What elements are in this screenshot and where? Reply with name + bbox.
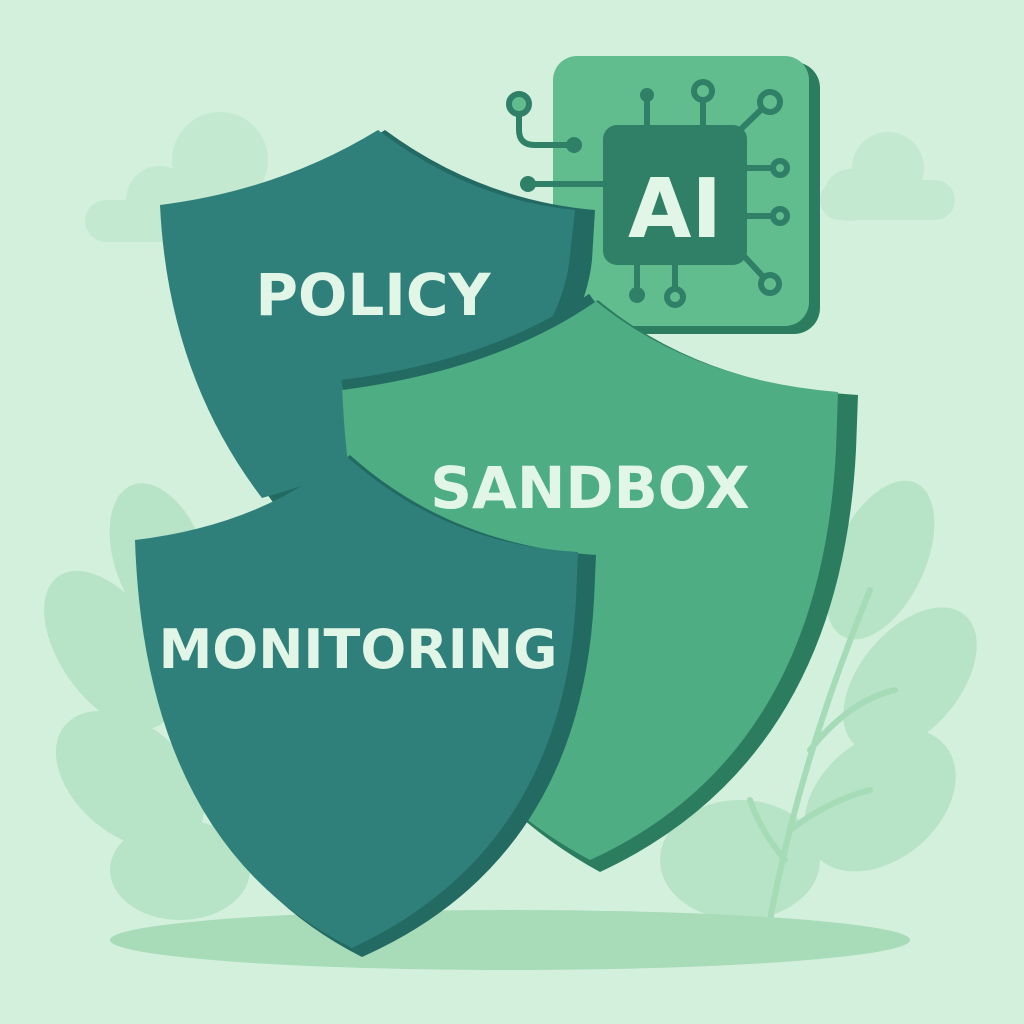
cloud-right [820,132,955,221]
plant-stem [747,587,898,923]
ai-chip-card: AI [506,56,820,334]
leaves-background [44,480,977,920]
ai-chip-label: AI [628,162,722,257]
sandbox-label: SANDBOX [430,454,750,522]
monitoring-shield: MONITORING [135,455,596,957]
policy-label: POLICY [256,261,492,329]
ground-shadow [110,910,910,970]
monitoring-label: MONITORING [159,618,558,681]
ai-chip [603,125,747,265]
